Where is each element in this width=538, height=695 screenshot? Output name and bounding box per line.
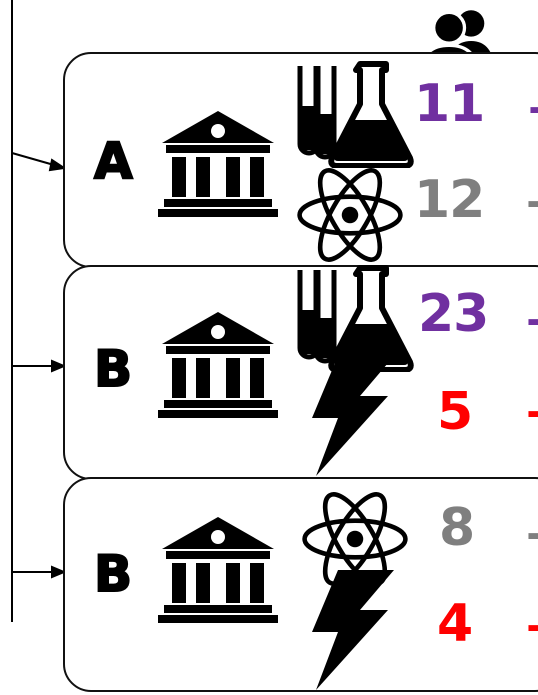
value-lightning: 5	[437, 382, 473, 442]
card-letter: B	[93, 340, 133, 398]
card-letter: B	[93, 545, 133, 603]
value-lab: 23	[418, 284, 489, 344]
trend-mark: –	[526, 296, 538, 342]
trend-mark: –	[526, 178, 538, 224]
value-atom: 8	[439, 498, 475, 558]
connector-line	[11, 0, 13, 622]
trend-mark: –	[528, 84, 538, 130]
building-icon	[158, 308, 278, 418]
connector-arrows	[11, 152, 67, 579]
lightning-icon	[304, 356, 394, 476]
lab-flask-icon	[294, 58, 414, 168]
value-lab: 11	[414, 74, 485, 134]
card-letter: A	[93, 132, 134, 190]
building-icon	[158, 107, 278, 217]
card-c	[63, 477, 538, 692]
value-lightning: 4	[437, 594, 473, 654]
lightning-icon	[304, 570, 394, 690]
atom-icon	[295, 160, 405, 270]
card-b	[63, 265, 538, 480]
trend-mark: –	[526, 388, 538, 434]
trend-mark: –	[526, 510, 538, 556]
trend-mark: –	[526, 602, 538, 648]
building-icon	[158, 513, 278, 623]
value-atom: 12	[414, 170, 485, 230]
